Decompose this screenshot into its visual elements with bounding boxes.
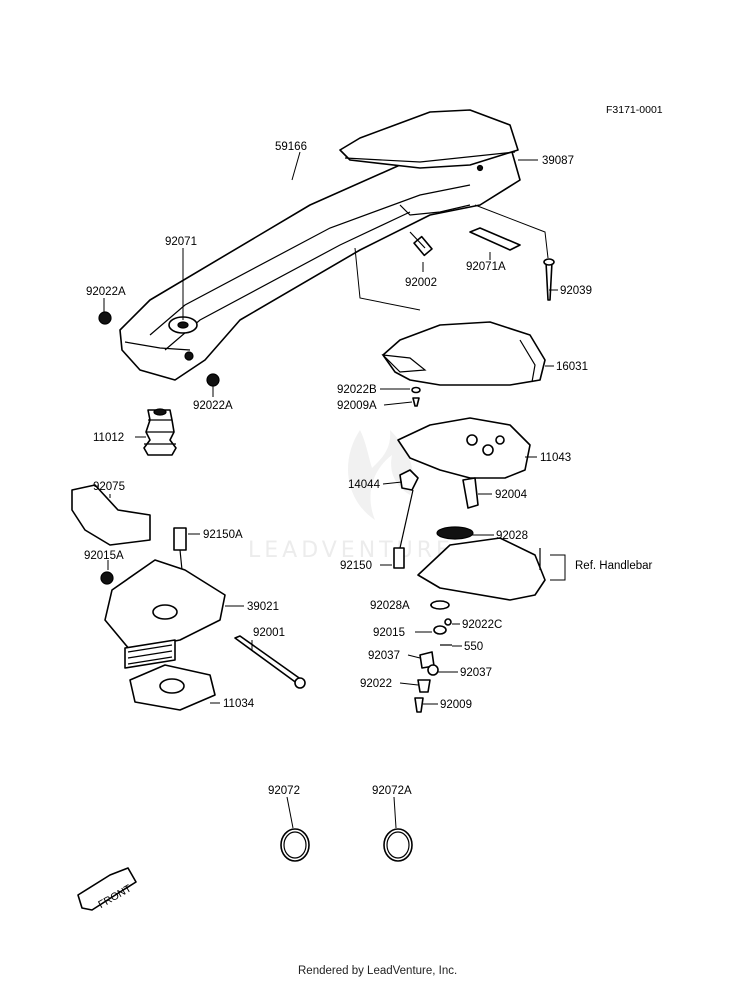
rivet-92039 <box>543 258 555 301</box>
part-labels: 59166 39087 92071 92022A 92002 92071A 92… <box>84 141 653 797</box>
label-92028: 92028 <box>496 530 528 542</box>
label-92071A: 92071A <box>466 261 506 273</box>
pin-92001 <box>234 635 306 689</box>
washer-92028A <box>430 600 450 610</box>
label-92022A-bottom: 92022A <box>193 400 233 412</box>
nut-92015 <box>433 625 447 635</box>
label-14044: 14044 <box>348 479 381 491</box>
part-92022 <box>417 679 431 693</box>
watermark: LEADVENTURE <box>248 430 454 563</box>
label-92001: 92001 <box>253 627 285 639</box>
label-11034: 11034 <box>223 698 255 710</box>
label-550: 550 <box>464 641 483 653</box>
base-plate-11034 <box>129 664 216 711</box>
label-92072A: 92072A <box>372 785 412 797</box>
screw-92009A <box>412 397 420 407</box>
label-39021: 39021 <box>247 601 279 613</box>
footer-credit: Rendered by LeadVenture, Inc. <box>298 965 457 977</box>
washer-92022A-left <box>98 311 112 325</box>
label-92071: 92071 <box>165 236 197 248</box>
washer-92022C <box>444 618 452 626</box>
nut-92015A <box>100 571 114 585</box>
label-92039: 92039 <box>560 285 592 297</box>
label-39087: 39087 <box>542 155 574 167</box>
front-arrow: FRONT <box>77 867 137 911</box>
bracket-39021 <box>104 559 226 669</box>
label-92015A: 92015A <box>84 550 124 562</box>
label-92022B: 92022B <box>337 384 377 396</box>
boot-11012 <box>143 408 177 456</box>
label-92015: 92015 <box>373 627 405 639</box>
label-92002: 92002 <box>405 277 437 289</box>
label-92022: 92022 <box>360 678 392 690</box>
label-92028A: 92028A <box>370 600 410 612</box>
screw-92009 <box>414 697 424 713</box>
label-59166: 59166 <box>275 141 307 153</box>
label-ref-handlebar: Ref. Handlebar <box>575 560 653 572</box>
label-92009: 92009 <box>440 699 472 711</box>
label-92072: 92072 <box>268 785 300 797</box>
clamp-92072 <box>280 828 310 862</box>
label-92009A: 92009A <box>337 400 377 412</box>
washer-92022A-bottom <box>206 373 220 387</box>
label-92004: 92004 <box>495 489 528 501</box>
leader-lines <box>103 151 558 829</box>
bolt-92002 <box>409 231 433 257</box>
figure-id: F3171-0001 <box>606 104 663 116</box>
clip-14044 <box>399 469 419 491</box>
clamp-92072A <box>383 828 413 862</box>
label-92037-left: 92037 <box>368 650 400 662</box>
label-92150: 92150 <box>340 560 372 572</box>
cover-16031 <box>381 321 546 386</box>
pad-92075 <box>71 484 151 546</box>
label-92037-right: 92037 <box>460 667 492 679</box>
pin-92004 <box>462 477 479 509</box>
top-cover-39087 <box>339 109 519 172</box>
handlebar-plate-ref <box>417 526 546 601</box>
link-92037-right <box>427 664 439 676</box>
watermark-text: LEADVENTURE <box>248 538 454 563</box>
bolt-92150 <box>393 489 414 569</box>
plate-11043 <box>397 417 531 479</box>
label-92150A: 92150A <box>203 529 243 541</box>
label-92022A-left: 92022A <box>86 286 126 298</box>
label-11012: 11012 <box>93 432 124 444</box>
label-92022C: 92022C <box>462 619 502 631</box>
label-92075: 92075 <box>93 481 125 493</box>
handle-pole-59166 <box>119 149 521 381</box>
bracket-92071A <box>469 227 521 251</box>
washer-92022B <box>411 386 421 394</box>
label-11043: 11043 <box>540 452 571 464</box>
label-16031: 16031 <box>556 361 588 373</box>
